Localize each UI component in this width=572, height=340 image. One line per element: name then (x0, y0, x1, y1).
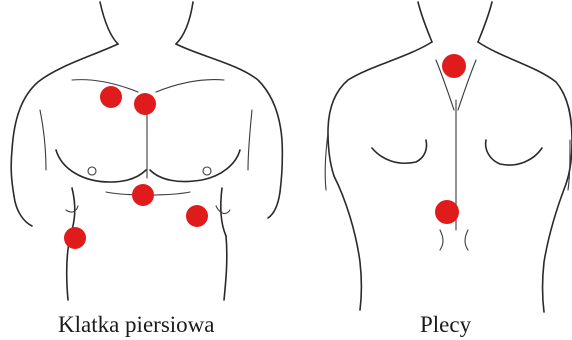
front-arm-left (14, 196, 32, 226)
scapula-right (486, 140, 542, 165)
marker-front-sternum-top (134, 93, 156, 115)
lumbar-right (465, 230, 468, 250)
arm-back-right (568, 140, 570, 190)
back-caption: Plecy (420, 312, 471, 338)
front-neck-right (176, 2, 193, 44)
ribcage-right (221, 188, 226, 236)
pectoral-right (150, 150, 240, 182)
marker-front-left-clavicle (100, 86, 122, 108)
rib-detail-right (216, 206, 230, 213)
arm-back-left (325, 132, 328, 190)
marker-back-neck (442, 54, 466, 78)
nipple-right (203, 167, 211, 175)
marker-back-lower-spine (435, 200, 459, 224)
nipple-left (88, 167, 96, 175)
front-side-right (224, 236, 227, 300)
front-armpit-right (248, 110, 252, 170)
back-torso (325, 2, 572, 312)
rib-detail-left (66, 206, 78, 212)
pectoral-left (56, 150, 146, 182)
front-neck-left (100, 2, 118, 44)
front-shoulder-right (176, 44, 282, 192)
markers (64, 54, 466, 249)
marker-front-right-ribs (186, 205, 208, 227)
back-neck-left (418, 2, 432, 42)
back-side-right (543, 184, 567, 312)
front-armpit-left (40, 110, 46, 170)
back-side-left (334, 176, 362, 310)
front-torso (11, 2, 282, 300)
scapula-left (372, 140, 427, 163)
front-caption: Klatka piersiowa (58, 312, 214, 338)
clavicle-right (156, 80, 224, 92)
front-arm-right (268, 192, 280, 218)
back-neck-right (478, 2, 492, 42)
front-shoulder-left (11, 44, 118, 196)
marker-front-left-ribs (64, 227, 86, 249)
marker-front-sternum-bottom (132, 184, 154, 206)
lumbar-left (440, 230, 443, 250)
